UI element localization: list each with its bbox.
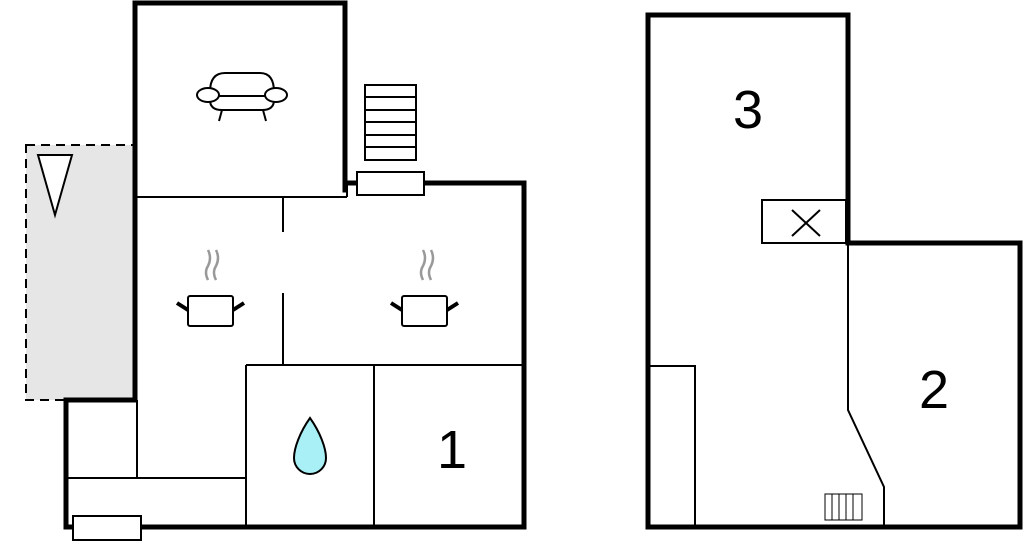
interior-wall (847, 243, 885, 527)
cooking-pot-icon (389, 249, 460, 327)
sofa-icon (196, 72, 288, 122)
ground-floor-plan: 1 (25, 0, 527, 541)
stairs-icon (364, 84, 417, 161)
cooking-pot-icon (175, 249, 246, 327)
exterior-wall (645, 12, 1023, 530)
window (72, 515, 142, 541)
exterior-wall (132, 0, 348, 403)
window (356, 171, 425, 196)
exterior-wall (63, 180, 527, 530)
interior-wall (648, 365, 696, 527)
room-label-3: 3 (733, 80, 763, 140)
water-drop-icon (292, 416, 328, 475)
terrace-triangle-icon (36, 154, 74, 219)
radiator-icon (824, 493, 863, 521)
upper-floor-plan: 3 2 (645, 12, 1023, 530)
terrace (25, 144, 136, 401)
room-label-1: 1 (437, 420, 467, 480)
room-label-2: 2 (919, 360, 949, 420)
